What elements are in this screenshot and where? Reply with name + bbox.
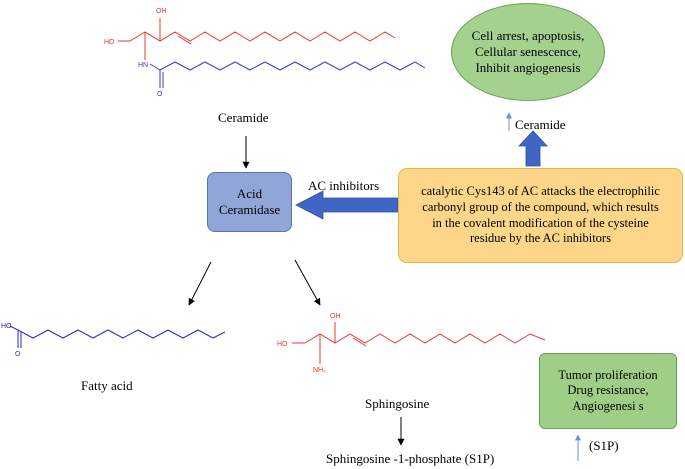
s1p-increase-label: (S1P)	[589, 438, 619, 453]
fatty-acid-oh-bond	[9, 325, 19, 331]
sphingosine-chain	[304, 333, 546, 344]
block-arrow-inhibitors-to-enzyme	[295, 190, 399, 220]
sphingosine-nh2-atom: NH₂	[313, 367, 326, 374]
fatty-acid-o-atom: O	[15, 351, 21, 358]
mechanism-text: catalytic Cys143 of AC attacks the elect…	[421, 184, 660, 246]
ceramide-ho-atom: HO	[104, 39, 115, 46]
outcome-oval: Cell arrest, apoptosis, Cellular senesce…	[451, 3, 605, 101]
sphingosine-double-bond	[352, 337, 367, 347]
sphingosine-label: Sphingosine	[365, 396, 430, 411]
tumor-outcome-text: Tumor proliferation Drug resistance, Ang…	[558, 367, 658, 413]
ceramide-hn-atom: HN	[138, 62, 148, 69]
ceramide-structure	[118, 18, 426, 88]
ceramide-sphingoid-chain	[129, 31, 396, 42]
ceramide-acyl-chain	[159, 61, 426, 71]
acid-ceramidase-label: Acid Ceramidase	[218, 185, 281, 217]
fatty-acid-label: Fatty acid	[81, 378, 133, 393]
mechanism-box: catalytic Cys143 of AC attacks the elect…	[398, 168, 683, 263]
arrow-enzyme-to-sphingosine	[294, 259, 321, 306]
sphingosine-ho-atom: HO	[277, 341, 288, 348]
outcome-text: Cell arrest, apoptosis, Cellular senesce…	[471, 27, 585, 76]
ac-inhibitors-label: AC inhibitors	[308, 178, 380, 193]
ceramide-amide-bond	[149, 63, 161, 71]
ceramide-o-atom: O	[157, 91, 163, 98]
acid-ceramidase-box: Acid Ceramidase	[207, 172, 292, 232]
fatty-acid-chain	[17, 329, 226, 339]
sphingosine-structure	[292, 322, 546, 364]
ceramide-double-bond	[177, 35, 192, 45]
s1p-product-label: Sphingosine -1-phosphate (S1P)	[326, 451, 495, 466]
fatty-acid-ho-atom: HO	[1, 323, 12, 330]
block-arrow-mechanism-to-ceramide	[518, 130, 548, 167]
sphingosine-oh-atom: OH	[330, 313, 341, 320]
fatty-acid-structure	[9, 325, 226, 348]
ceramide-oh-atom: OH	[156, 8, 167, 15]
ceramide-increase-label: Ceramide	[515, 117, 566, 132]
tumor-outcome-box: Tumor proliferation Drug resistance, Ang…	[539, 353, 677, 429]
arrow-enzyme-to-fatty-acid	[188, 261, 212, 306]
ceramide-label: Ceramide	[218, 110, 269, 125]
